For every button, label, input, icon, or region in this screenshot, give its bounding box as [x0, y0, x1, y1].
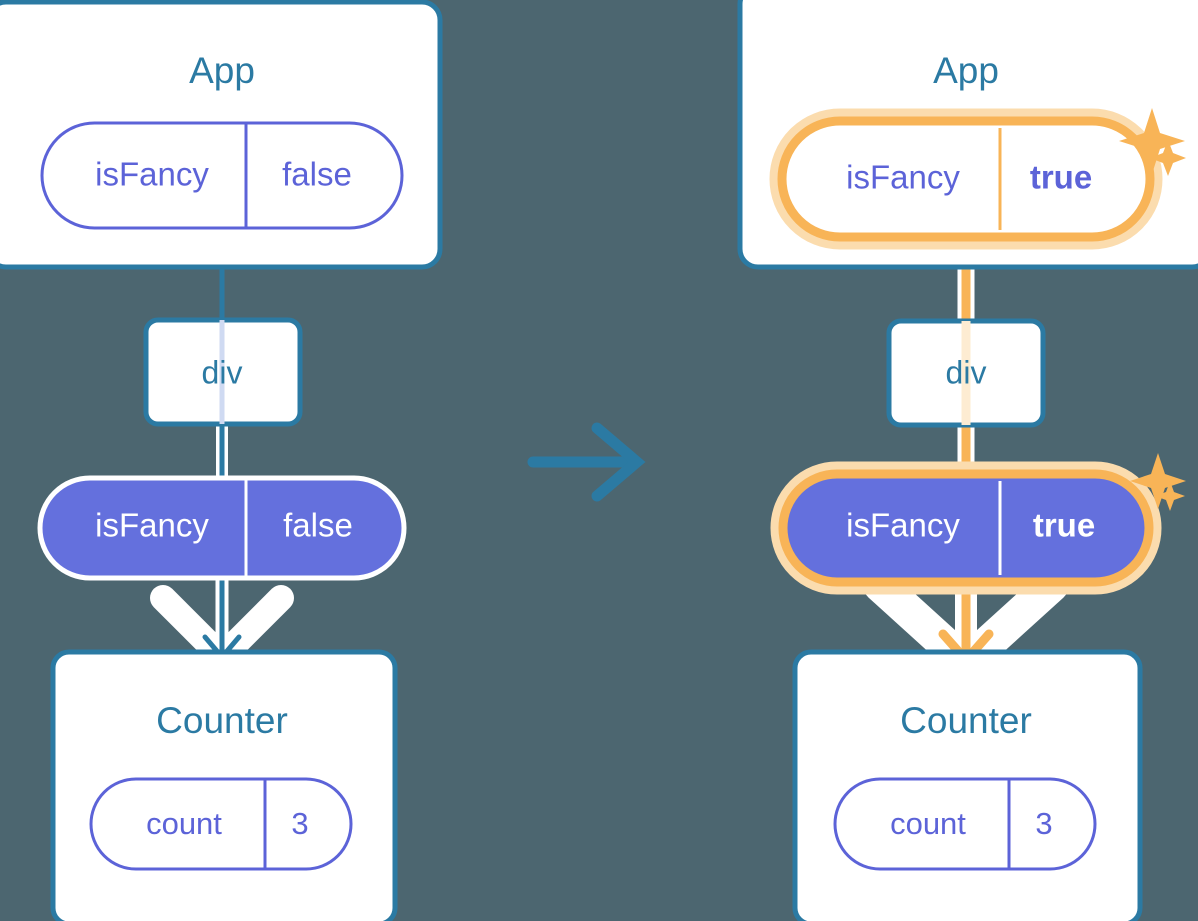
node-counter-after[interactable]: Counter count 3: [792, 649, 1143, 921]
pill-key: count: [146, 806, 222, 841]
pill-key: count: [890, 806, 966, 841]
pill-value: 3: [291, 806, 308, 841]
arrow-props-to-counter: [150, 548, 294, 670]
pill-ring: [777, 116, 1155, 242]
pill-value: true: [1033, 507, 1095, 544]
pill-value: true: [1030, 159, 1092, 196]
div-title: div: [202, 354, 243, 390]
app-title: App: [933, 50, 999, 91]
node-app-after[interactable]: App isFancy true: [737, 0, 1198, 270]
pill-value: false: [282, 156, 352, 193]
state-pill-isfancy-before[interactable]: isFancy false: [40, 121, 404, 230]
sparkle-icon-props: [1130, 453, 1186, 511]
pill-value: 3: [1035, 806, 1052, 841]
node-div-before[interactable]: div: [143, 317, 303, 427]
pill-key: isFancy: [846, 507, 960, 544]
pill-outline: [40, 121, 404, 230]
div-title: div: [946, 354, 987, 390]
counter-title: Counter: [900, 700, 1032, 741]
state-pill-count-after[interactable]: count 3: [833, 777, 1097, 871]
node-counter-before[interactable]: Counter count 3: [50, 649, 398, 921]
counter-title: Counter: [156, 700, 288, 741]
pill-ring: [778, 469, 1154, 587]
pill-outline: [89, 777, 353, 871]
panel-after: App isFancy true div: [737, 0, 1198, 921]
node-app-before[interactable]: App isFancy false: [0, 0, 443, 270]
pill-outline: [833, 777, 1097, 871]
node-div-after[interactable]: div: [886, 318, 1046, 428]
sparkle-icon-app: [1119, 108, 1186, 176]
app-title: App: [189, 50, 255, 91]
pill-key: isFancy: [846, 159, 960, 196]
pill-value: false: [283, 507, 353, 544]
state-pill-isfancy-after[interactable]: isFancy true: [769, 108, 1163, 250]
state-pill-count-before[interactable]: count 3: [89, 777, 353, 871]
pill-key: isFancy: [95, 156, 209, 193]
pill-key: isFancy: [95, 507, 209, 544]
panel-before: App isFancy false div isFancy false: [0, 0, 443, 921]
props-pill-isfancy-before[interactable]: isFancy false: [37, 475, 407, 581]
transition-arrow-icon: [527, 422, 646, 502]
props-pill-isfancy-after[interactable]: isFancy true: [770, 453, 1186, 595]
pill-filled: [37, 475, 407, 581]
